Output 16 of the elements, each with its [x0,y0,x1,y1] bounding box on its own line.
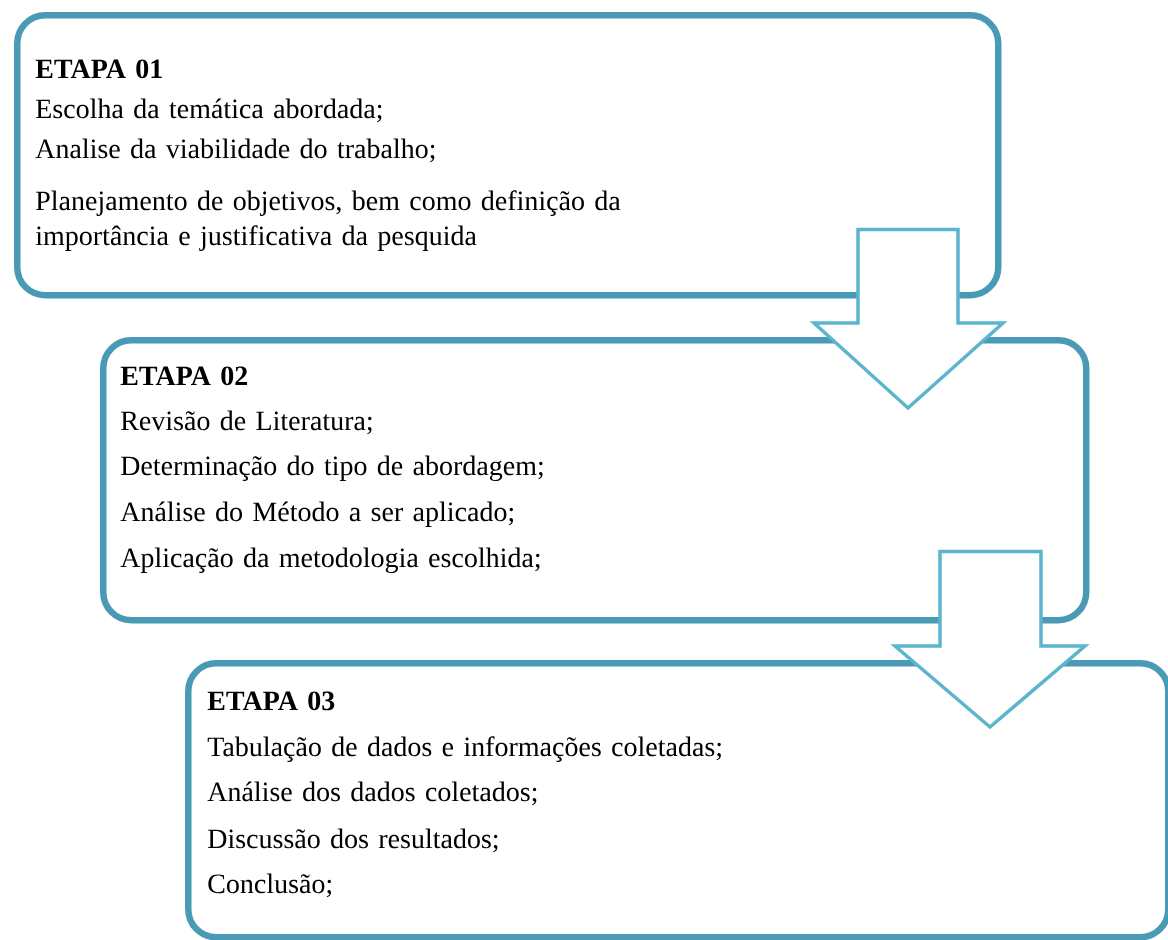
block-arrow [809,227,1008,411]
list-item: Analise da viabilidade do trabalho; [35,138,435,163]
list-item: Planejamento de objetivos, bem como definição da importância e justificativa da pesquida [35,190,621,251]
list-item: Análise dos dados coletados; [207,781,537,806]
list-item: Conclusão; [208,873,332,898]
stage-heading: ETAPA 02 [120,366,248,386]
block-arrow [890,549,1090,730]
list-item: Tabulação de dados e informações coletadas; [207,736,721,762]
list-item: Determinação do tipo de abordagem; [121,455,543,482]
list-item: Revisão de Literatura; [121,410,372,435]
list-item: Escolha da temática abordada; [36,98,382,123]
list-item: Discussão dos resultados; [208,828,498,853]
list-item: Aplicação da metodologia escolhida; [120,547,540,574]
stage-heading: ETAPA 01 [35,59,162,79]
stage-heading: ETAPA 03 [207,691,335,711]
list-item: Análise do Método a ser aplicado; [120,501,514,527]
